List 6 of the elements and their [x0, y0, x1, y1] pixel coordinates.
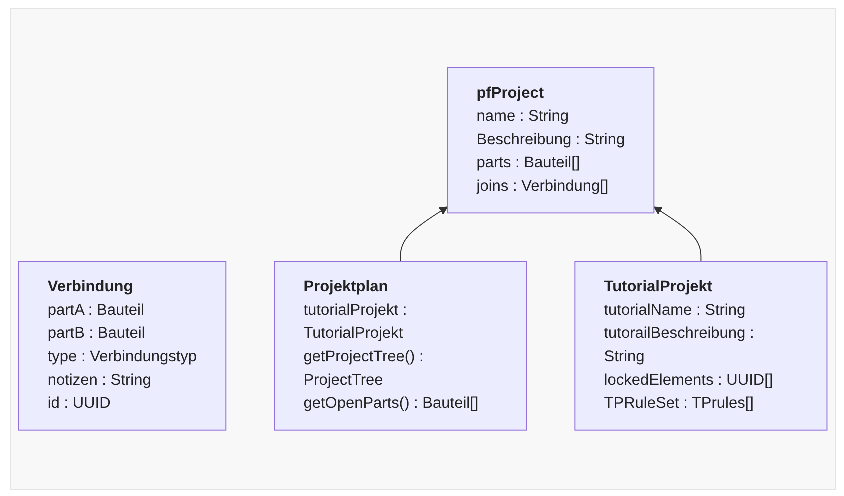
node-box: pfProject name : String Beschreibung : String parts : Bauteil[] joins : Verbindung[] — [447, 67, 655, 214]
arrow — [400, 206, 448, 262]
node-box: Projektplan tutorialProjekt : TutorialProjekt getProjectTree() : ProjectTree getOpenParts() : Bauteil[] — [274, 261, 528, 431]
node-box: TutorialProjekt tutorialName : String tutorailBeschreibung : String lockedElements : UUID[] TPRuleSet : TPrules[] — [574, 261, 828, 431]
arrow — [654, 206, 702, 262]
node-box: Verbindung partA : Bauteil partB : Bauteil type : Verbindungstyp notizen : String id : UUID — [18, 261, 227, 431]
